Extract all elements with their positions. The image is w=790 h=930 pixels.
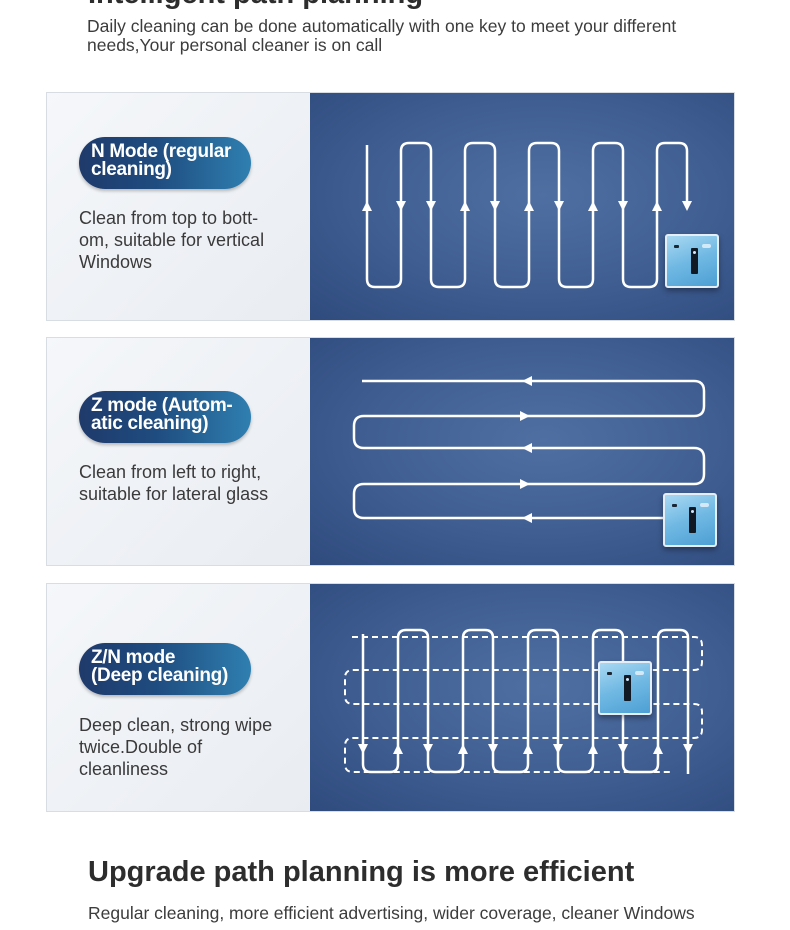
- zn-solid-path: [361, 628, 690, 774]
- top-heading: Intelligent path planning: [88, 0, 423, 11]
- mode-title-line: (Deep cleaning): [91, 665, 228, 686]
- robot-cleaner-icon: [663, 493, 717, 547]
- path-diagram-panel: [310, 93, 734, 320]
- footer-description: Regular cleaning, more efficient adverti…: [88, 903, 695, 923]
- path-diagram-panel: [310, 584, 734, 811]
- mode-description-line: twice.Double of: [79, 737, 203, 757]
- mode-card-z: Z mode (Autom- atic cleaning) Clean from…: [46, 337, 735, 566]
- mode-description-line: Deep clean, strong wipe: [79, 715, 273, 735]
- mode-description-line: cleanliness: [79, 759, 169, 779]
- mode-title-line: atic cleaning): [91, 413, 209, 434]
- mode-description: Deep clean, strong wipe twice.Double of …: [79, 714, 299, 780]
- mode-description: Clean from top to bott- om, suitable for…: [79, 207, 299, 273]
- mode-description-line: Windows: [79, 252, 153, 272]
- mode-description-line: Clean from left to right,: [79, 462, 262, 482]
- path-arrow-icon: [362, 201, 692, 211]
- mode-card-text-panel: N Mode (regular cleaning) Clean from top…: [47, 93, 310, 320]
- mode-description: Clean from left to right, suitable for l…: [79, 461, 299, 505]
- mode-description-line: suitable for lateral glass: [79, 484, 269, 504]
- mode-description-line: om, suitable for vertical: [79, 230, 265, 250]
- mode-title-line: cleaning): [91, 159, 172, 180]
- mode-title-line: Z mode (Autom-: [91, 395, 233, 416]
- path-arrow-icon: [520, 376, 532, 523]
- mode-title-pill: N Mode (regular cleaning): [79, 137, 251, 189]
- zn-dashed-path: [344, 636, 703, 773]
- path-diagram-panel: [310, 338, 734, 565]
- mode-description-line: Clean from top to bott-: [79, 208, 259, 228]
- mode-title-line: N Mode (regular: [91, 141, 232, 162]
- mode-card-text-panel: Z mode (Autom- atic cleaning) Clean from…: [47, 338, 310, 565]
- path-arrow-icon: [358, 744, 693, 754]
- mode-title-pill: Z mode (Autom- atic cleaning): [79, 391, 251, 443]
- n-path-line: [365, 141, 689, 289]
- mode-title-pill: Z/N mode (Deep cleaning): [79, 643, 251, 695]
- mode-card-n: N Mode (regular cleaning) Clean from top…: [46, 92, 735, 321]
- z-path-diagram: [352, 376, 706, 523]
- robot-cleaner-icon: [665, 234, 719, 288]
- mode-card-text-panel: Z/N mode (Deep cleaning) Deep clean, str…: [47, 584, 310, 811]
- footer-heading: Upgrade path planning is more efficient: [88, 856, 635, 888]
- mode-title-line: Z/N mode: [91, 647, 176, 668]
- intro-text: Daily cleaning can be done automatically…: [87, 16, 677, 55]
- n-path-diagram: [362, 141, 692, 289]
- zn-path-diagram: [344, 628, 703, 774]
- mode-card-zn: Z/N mode (Deep cleaning) Deep clean, str…: [46, 583, 735, 812]
- robot-cleaner-icon: [598, 661, 652, 715]
